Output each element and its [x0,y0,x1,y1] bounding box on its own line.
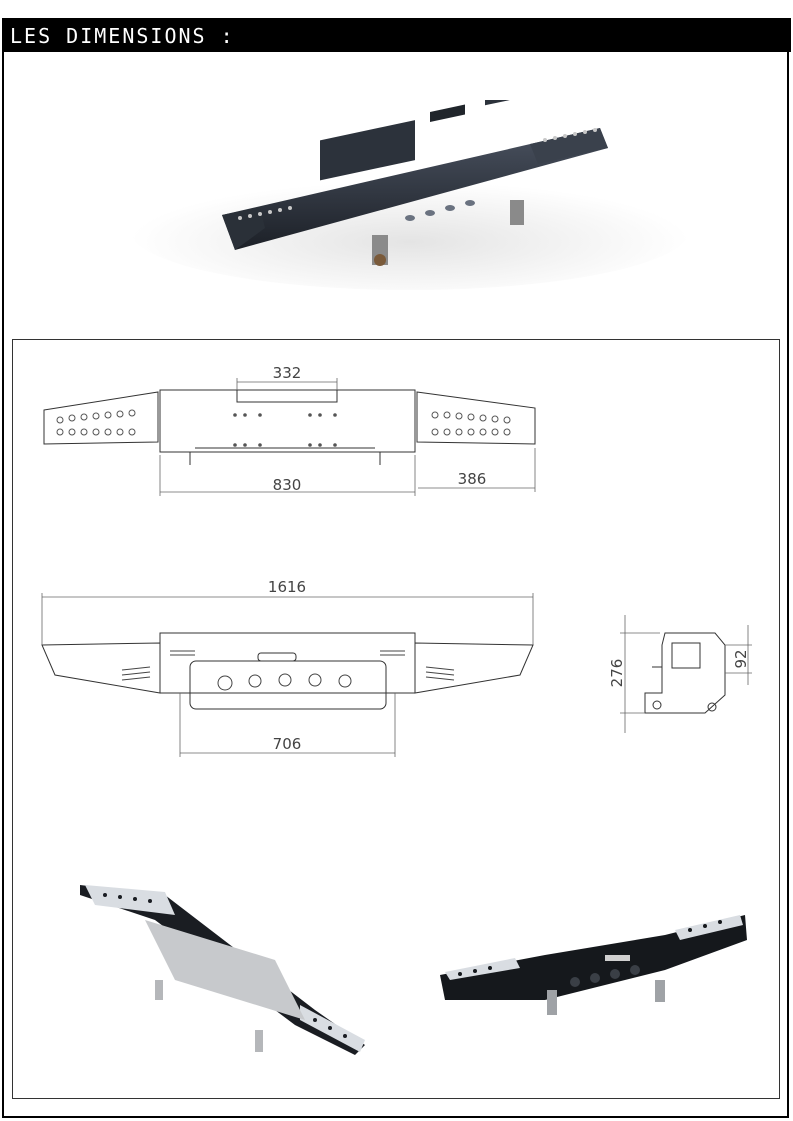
bumper-iso-render-right [440,915,747,1015]
dim-center-width: 332 [273,364,302,382]
dim-side-length: 386 [458,470,487,488]
bumper-iso-render-left [80,885,365,1055]
dim-mount-spacing: 706 [273,735,302,753]
dim-overall-length: 1616 [268,578,306,596]
header-bar [2,18,791,52]
dim-height: 276 [608,659,626,688]
dim-center-total: 830 [273,476,302,494]
section-title: LES DIMENSIONS : [10,24,235,48]
bumper-render-photo [130,100,690,290]
dim-box-height: 92 [732,649,750,668]
top-view-drawing: 332 830 386 [43,364,536,496]
technical-drawing-panel [12,339,780,1099]
side-view-drawing: 276 92 [608,615,752,733]
front-view-drawing: 1616 706 [41,578,534,757]
